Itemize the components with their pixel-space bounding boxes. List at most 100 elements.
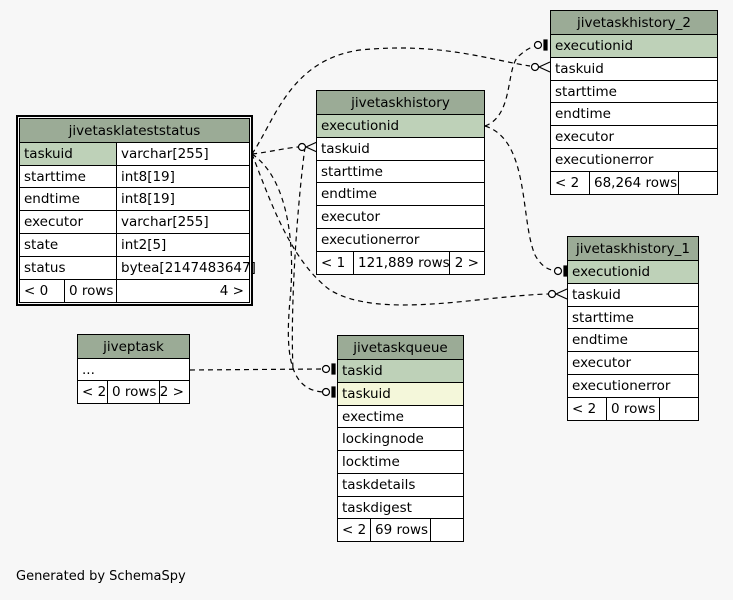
table-row[interactable]: executor	[568, 351, 698, 374]
table-row[interactable]: taskdetails	[338, 473, 463, 496]
table-name: jiveptask	[103, 338, 164, 355]
table-row[interactable]: taskuid	[568, 283, 698, 306]
table-jivetaskqueue[interactable]: jivetaskqueue taskid taskuid exectime lo…	[337, 335, 464, 542]
edge-end-bar	[331, 386, 336, 398]
table-row[interactable]: executor varchar[255]	[20, 210, 249, 233]
edge-end-circle	[533, 40, 543, 50]
edge-history-to-history2	[484, 44, 542, 127]
column-name: executionid	[572, 264, 651, 280]
table-header[interactable]: jivetaskhistory_1	[568, 237, 698, 260]
column-type: bytea[2147483647]	[121, 260, 256, 276]
table-name: jivetaskhistory_2	[577, 14, 691, 31]
edge-history-to-history1	[484, 125, 557, 272]
table-header[interactable]: jivetaskqueue	[338, 336, 463, 359]
table-row[interactable]: endtime	[568, 328, 698, 351]
edge-end-bar	[543, 39, 548, 51]
table-header[interactable]: jivetaskhistory	[317, 91, 484, 114]
column-type: int8[19]	[121, 168, 175, 185]
table-row[interactable]: starttime	[551, 80, 717, 102]
column-name: executor	[555, 129, 615, 145]
table-row[interactable]: starttime	[568, 306, 698, 328]
table-row[interactable]: endtime	[317, 182, 484, 205]
parents-count: < 2	[82, 384, 107, 400]
table-row[interactable]: starttime int8[19]	[20, 165, 249, 187]
column-name: executionid	[555, 38, 634, 54]
column-name: executionerror	[321, 232, 420, 248]
edge-end-circle	[553, 266, 563, 276]
edge-latest-to-taskqueue-taskuid	[251, 153, 324, 393]
table-row[interactable]: starttime	[317, 160, 484, 182]
parents-count: < 2	[342, 522, 367, 538]
column-name: taskdigest	[342, 499, 412, 516]
column-name: taskdetails	[342, 477, 416, 493]
column-name: status	[24, 260, 66, 276]
table-row[interactable]: executionerror	[551, 148, 717, 171]
table-row[interactable]: executionid	[568, 260, 698, 283]
table-footer: < 2 0 rows	[568, 397, 698, 420]
table-jiveptask[interactable]: jiveptask ... < 2 0 rows 2 >	[77, 334, 190, 404]
column-name: lockingnode	[342, 431, 424, 447]
column-name: executor	[24, 214, 84, 230]
table-row[interactable]: status bytea[2147483647]	[20, 256, 256, 279]
table-row[interactable]: endtime int8[19]	[20, 187, 249, 210]
column-name: taskid	[342, 363, 383, 379]
table-header[interactable]: jivetaskhistory_2	[551, 11, 717, 34]
edge-latest-to-history1	[251, 153, 549, 306]
column-type: int8[19]	[121, 191, 175, 207]
column-name: starttime	[555, 83, 617, 100]
parents-count: < 2	[555, 175, 580, 191]
table-row[interactable]: executionerror	[317, 228, 484, 251]
table-row[interactable]: executionid	[551, 34, 717, 57]
table-footer: < 2 0 rows 2 >	[78, 380, 189, 403]
column-name: locktime	[342, 454, 400, 470]
table-name: jivetaskhistory_1	[576, 240, 690, 257]
edge-ptask-to-taskqueue	[189, 368, 324, 371]
table-row[interactable]: taskuid varchar[255]	[20, 142, 249, 165]
column-name: starttime	[572, 309, 634, 326]
edge-end-crowfoot	[555, 288, 568, 300]
table-row[interactable]: locktime	[338, 450, 463, 473]
column-name: state	[24, 237, 59, 253]
column-name: endtime	[321, 186, 377, 202]
table-row[interactable]: state int2[5]	[20, 233, 249, 256]
table-jivetaskhistory-1[interactable]: jivetaskhistory_1 executionid taskuid st…	[567, 236, 699, 421]
column-name: exectime	[342, 408, 404, 425]
table-footer: < 0 0 rows 4 >	[20, 279, 249, 302]
table-row[interactable]: lockingnode	[338, 427, 463, 450]
table-jivetasklateststatus[interactable]: jivetasklateststatus taskuid varchar[255…	[16, 115, 256, 306]
table-row[interactable]: taskdigest	[338, 496, 463, 518]
table-row[interactable]: taskid	[338, 359, 463, 382]
table-jivetaskhistory-2[interactable]: jivetaskhistory_2 executionid taskuid st…	[550, 10, 718, 195]
column-name: ...	[82, 361, 95, 378]
table-row[interactable]: executionerror	[568, 374, 698, 397]
table-header[interactable]: jivetasklateststatus	[20, 119, 249, 142]
table-row[interactable]: endtime	[551, 102, 717, 125]
table-row[interactable]: executor	[551, 125, 717, 148]
column-name: taskuid	[321, 141, 370, 157]
row-count: 69 rows	[375, 522, 429, 538]
column-name: starttime	[321, 163, 383, 180]
edge-end-circle	[297, 142, 307, 152]
row-count: 0 rows	[69, 283, 114, 299]
row-count: 0 rows	[611, 401, 656, 417]
children-count: 2 >	[454, 255, 479, 271]
parents-count: < 0	[24, 283, 49, 299]
children-count: 4 >	[219, 283, 244, 299]
table-row[interactable]: exectime	[338, 405, 463, 427]
row-count: 0 rows	[112, 384, 157, 400]
table-jivetaskhistory[interactable]: jivetaskhistory executionid taskuid star…	[316, 90, 485, 275]
column-type: varchar[255]	[121, 214, 209, 230]
table-name: jivetaskqueue	[353, 339, 448, 356]
table-row[interactable]: executor	[317, 205, 484, 228]
table-row[interactable]: ...	[78, 358, 189, 380]
table-header[interactable]: jiveptask	[78, 335, 189, 358]
table-row[interactable]: taskuid	[551, 57, 717, 80]
table-row[interactable]: executionid	[317, 114, 484, 137]
column-name: endtime	[572, 332, 628, 348]
table-row[interactable]: taskuid	[338, 382, 463, 405]
generated-by-label: Generated by SchemaSpy	[16, 569, 186, 584]
parents-count: < 2	[572, 401, 597, 417]
edge-end-bar	[331, 363, 336, 375]
table-row[interactable]: taskuid	[317, 137, 484, 160]
